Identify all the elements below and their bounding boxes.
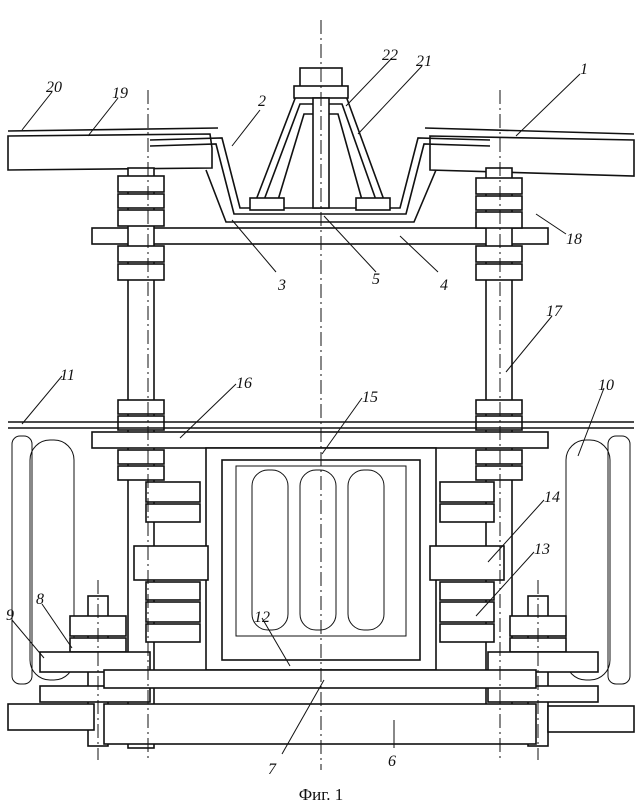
label-18: 18 xyxy=(566,231,582,248)
label-20: 20 xyxy=(46,79,62,96)
label-15: 15 xyxy=(362,389,378,406)
label-6: 6 xyxy=(388,753,396,770)
label-4: 4 xyxy=(440,277,448,294)
figure-caption: Фиг. 1 xyxy=(299,785,344,804)
label-8: 8 xyxy=(36,591,44,608)
top-bolt xyxy=(294,68,348,208)
label-12: 12 xyxy=(254,609,270,626)
label-13: 13 xyxy=(534,541,550,558)
upper-plate xyxy=(92,228,548,244)
spring-assembly-right xyxy=(430,482,504,642)
label-16: 16 xyxy=(236,375,252,392)
label-11: 11 xyxy=(60,367,75,384)
label-14: 14 xyxy=(544,489,560,506)
middle-plate xyxy=(92,432,548,448)
label-19: 19 xyxy=(112,85,128,102)
label-9: 9 xyxy=(6,607,14,624)
label-10: 10 xyxy=(598,377,614,394)
label-3: 3 xyxy=(277,277,286,294)
label-2: 2 xyxy=(258,93,266,110)
label-5: 5 xyxy=(372,271,380,288)
label-21: 21 xyxy=(416,53,432,70)
label-7: 7 xyxy=(268,761,277,778)
label-22: 22 xyxy=(382,47,398,64)
roof-deck-right xyxy=(425,128,634,176)
base-plate xyxy=(104,670,536,688)
label-17: 17 xyxy=(546,303,563,320)
roof-deck-left xyxy=(8,128,218,170)
label-1: 1 xyxy=(580,61,588,78)
